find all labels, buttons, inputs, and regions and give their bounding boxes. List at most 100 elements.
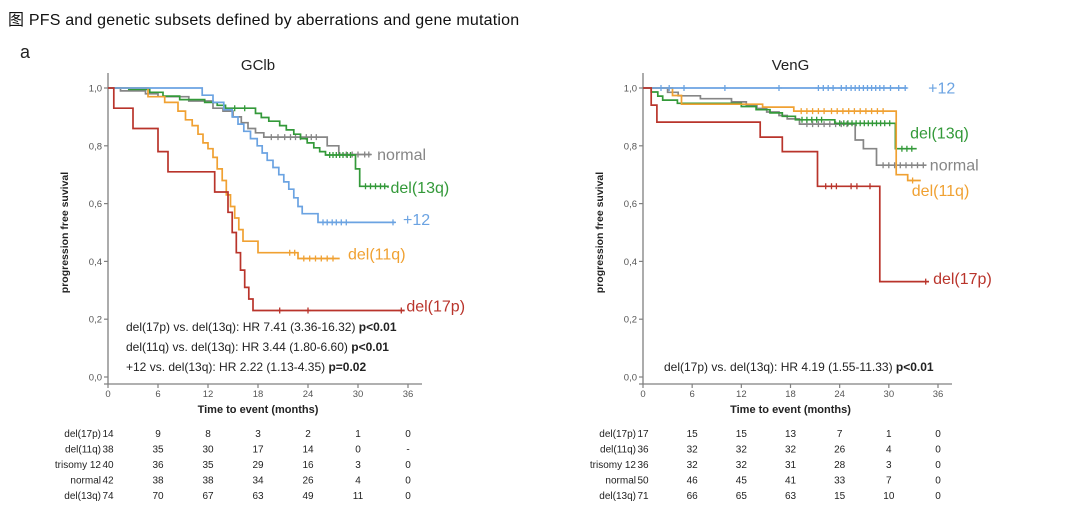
risk-cell: 40 bbox=[102, 460, 114, 471]
risk-cell: 9 bbox=[155, 429, 161, 440]
censor-marks-del11q bbox=[798, 108, 916, 184]
y-tick-label: 1,0 bbox=[89, 84, 102, 95]
panel-label-a: a bbox=[20, 42, 31, 62]
x-axis-label: Time to event (months) bbox=[198, 404, 319, 416]
risk-row-label: del(13q) bbox=[64, 491, 101, 502]
risk-cell: 26 bbox=[834, 445, 846, 456]
curve-label-12: +12 bbox=[403, 212, 430, 229]
y-tick-label: 0,0 bbox=[89, 373, 102, 384]
curve-label-normal: normal bbox=[377, 147, 426, 164]
risk-cell: 32 bbox=[687, 460, 699, 471]
risk-cell: 1 bbox=[886, 429, 892, 440]
risk-cell: 0 bbox=[935, 460, 941, 471]
risk-cell: 0 bbox=[405, 476, 411, 487]
risk-cell: 0 bbox=[405, 460, 411, 471]
risk-cell: 1 bbox=[355, 429, 361, 440]
censor-marks-12 bbox=[658, 85, 909, 91]
km-curve-del17p bbox=[108, 87, 405, 312]
risk-cell: 38 bbox=[102, 445, 114, 456]
risk-row-label: del(11q) bbox=[600, 445, 636, 456]
risk-cell: 14 bbox=[102, 429, 114, 440]
km-curve-normal bbox=[643, 87, 927, 167]
x-axis-label: Time to event (months) bbox=[730, 404, 851, 416]
risk-cell: 3 bbox=[886, 460, 892, 471]
risk-cell: 7 bbox=[837, 429, 843, 440]
curve-label-12: +12 bbox=[928, 81, 955, 98]
censor-marks-del17p bbox=[276, 307, 405, 314]
risk-cell: 36 bbox=[637, 460, 649, 471]
y-axis-label: progression free suvival bbox=[594, 172, 606, 293]
risk-cell: 32 bbox=[687, 445, 699, 456]
km-curve-12 bbox=[108, 87, 396, 224]
curve-label-del17p: del(17p) bbox=[933, 271, 992, 288]
risk-cell: 42 bbox=[102, 476, 114, 487]
risk-cell: 30 bbox=[202, 445, 214, 456]
x-tick-label: 18 bbox=[253, 389, 264, 400]
y-tick-label: 0,8 bbox=[89, 141, 102, 152]
y-tick-label: 0,6 bbox=[624, 199, 637, 210]
y-tick-label: 0,8 bbox=[624, 141, 637, 152]
risk-cell: 35 bbox=[152, 445, 164, 456]
risk-cell: 70 bbox=[152, 491, 164, 502]
risk-cell: 15 bbox=[834, 491, 846, 502]
risk-cell: 0 bbox=[935, 429, 941, 440]
figure-caption: 图 PFS and genetic subsets defined by abe… bbox=[8, 12, 520, 29]
x-tick-label: 12 bbox=[736, 389, 747, 400]
risk-cell: 36 bbox=[152, 460, 164, 471]
risk-cell: 34 bbox=[252, 476, 264, 487]
y-tick-label: 0,0 bbox=[624, 373, 637, 384]
curve-label-del11q: del(11q) bbox=[348, 247, 406, 264]
risk-cell: 26 bbox=[302, 476, 314, 487]
censor-marks-del13q bbox=[799, 116, 915, 152]
risk-cell: 4 bbox=[886, 445, 892, 456]
risk-cell: 50 bbox=[637, 476, 649, 487]
risk-cell: 31 bbox=[785, 460, 797, 471]
risk-cell: 3 bbox=[255, 429, 261, 440]
risk-cell: 33 bbox=[834, 476, 846, 487]
x-tick-label: 24 bbox=[834, 389, 845, 400]
curve-label-normal: normal bbox=[930, 158, 979, 175]
risk-row-label: del(13q) bbox=[599, 491, 636, 502]
censor-marks-del11q bbox=[286, 249, 336, 262]
y-tick-label: 0,2 bbox=[624, 315, 637, 326]
curve-label-del13q: del(13q) bbox=[910, 125, 969, 142]
risk-cell: 29 bbox=[252, 460, 264, 471]
x-tick-label: 30 bbox=[353, 389, 364, 400]
risk-cell: 2 bbox=[305, 429, 311, 440]
risk-cell: 32 bbox=[736, 445, 748, 456]
risk-cell: 4 bbox=[355, 476, 361, 487]
risk-cell: 15 bbox=[687, 429, 699, 440]
risk-row-label: del(11q) bbox=[65, 445, 101, 456]
risk-cell: 32 bbox=[785, 445, 797, 456]
chart-title: VenG bbox=[772, 57, 810, 74]
x-tick-label: 0 bbox=[640, 389, 645, 400]
risk-cell: - bbox=[406, 445, 409, 456]
risk-cell: 7 bbox=[886, 476, 892, 487]
risk-cell: 16 bbox=[302, 460, 314, 471]
km-curve-normal bbox=[108, 87, 372, 156]
risk-cell: 41 bbox=[785, 476, 797, 487]
risk-cell: 3 bbox=[355, 460, 361, 471]
risk-cell: 0 bbox=[355, 445, 361, 456]
y-tick-label: 0,2 bbox=[89, 315, 102, 326]
risk-cell: 65 bbox=[736, 491, 748, 502]
x-tick-label: 0 bbox=[105, 389, 110, 400]
risk-cell: 38 bbox=[152, 476, 164, 487]
curve-label-del17p: del(17p) bbox=[406, 299, 465, 316]
risk-row-label: normal bbox=[70, 476, 101, 487]
risk-cell: 45 bbox=[736, 476, 748, 487]
risk-cell: 8 bbox=[205, 429, 211, 440]
risk-cell: 38 bbox=[202, 476, 214, 487]
risk-row-label: normal bbox=[605, 476, 636, 487]
hr-annotation: del(17p) vs. del(13q): HR 7.41 (3.36-16.… bbox=[126, 320, 397, 334]
km-curve-del11q bbox=[643, 87, 921, 182]
x-tick-label: 6 bbox=[155, 389, 160, 400]
risk-cell: 49 bbox=[302, 491, 314, 502]
x-tick-label: 36 bbox=[933, 389, 944, 400]
x-tick-label: 30 bbox=[884, 389, 895, 400]
risk-cell: 74 bbox=[102, 491, 114, 502]
risk-cell: 46 bbox=[687, 476, 699, 487]
